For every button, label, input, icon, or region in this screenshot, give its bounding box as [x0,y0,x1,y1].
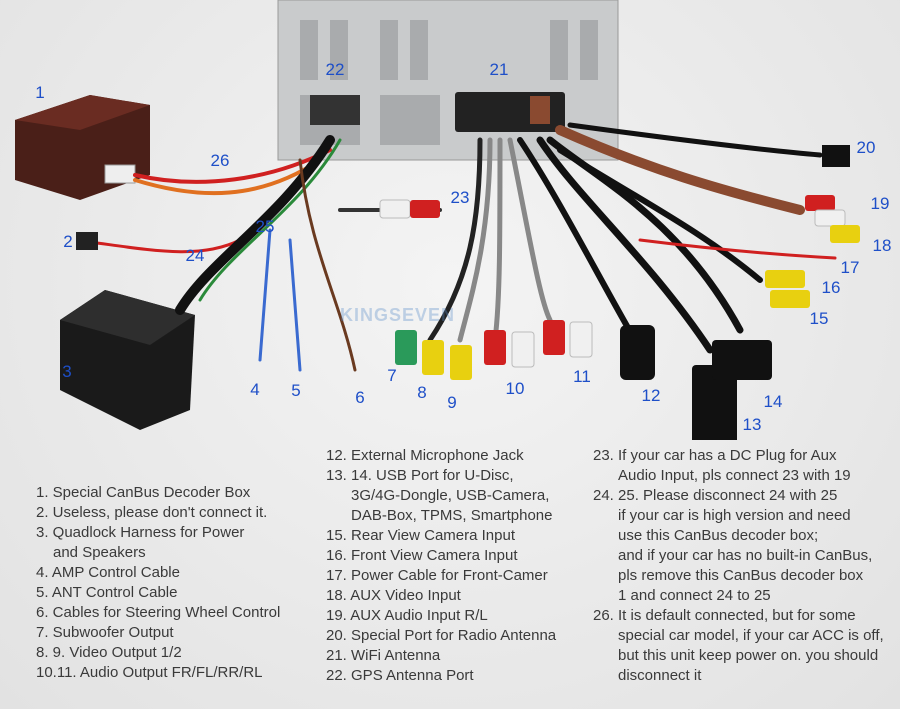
legend-item: 5. ANT Control Cable [36,584,178,601]
callout-7: 7 [387,366,397,385]
callout-17: 17 [840,258,860,277]
legend-item: 3. Quadlock Harness for Power [36,524,245,541]
legend-right: 23. If your car has a DC Plug for Aux Au… [593,446,884,686]
legend-item: 22. GPS Antenna Port [326,667,474,684]
quadlock-connector [60,290,195,430]
legend-item: 17. Power Cable for Front-Camer [326,567,548,584]
callout-2: 2 [63,232,73,251]
legend-item: 20. Special Port for Radio Antenna [326,627,557,644]
legend-item: and Speakers [53,544,146,561]
legend-item: 26. It is default connected, but for som… [593,607,856,624]
legend-item: 13. 14. USB Port for U-Disc, [326,467,514,484]
callout-11: 11 [573,367,591,386]
legend-item: and if your car has no built-in CanBus, [618,547,873,564]
legend-item: disconnect it [618,667,702,684]
callout-18: 18 [872,236,892,255]
legend-item: 1 and connect 24 to 25 [618,587,771,604]
legend-item: 12. External Microphone Jack [326,447,524,464]
legend-item: pls remove this CanBus decoder box [618,567,864,584]
legend-middle: 12. External Microphone Jack 13. 14. USB… [326,446,556,686]
callout-6: 6 [355,388,365,407]
callout-3: 3 [62,362,72,381]
legend-item: 18. AUX Video Input [326,587,461,604]
wiring-harness-photo [15,0,860,440]
legend-item: but this unit keep power on. you should [618,647,879,664]
callout-25: 25 [255,217,275,236]
callout-1: 1 [35,83,45,102]
callout-5: 5 [291,381,301,400]
canbus-decoder-box [15,95,150,200]
callout-8: 8 [417,383,427,402]
callout-22: 22 [325,60,345,79]
legend-item: 4. AMP Control Cable [36,564,180,581]
callout-23: 23 [450,188,470,207]
legend-item: 15. Rear View Camera Input [326,527,515,544]
legend-item: 21. WiFi Antenna [326,647,441,664]
callout-15: 15 [809,309,829,328]
legend-item: if your car is high version and need [618,507,851,524]
callout-16: 16 [821,278,841,297]
rca-plugs [76,145,860,440]
legend-item: special car model, if your car ACC is of… [618,627,884,644]
legend-item: 3G/4G-Dongle, USB-Camera, [351,487,550,504]
legend-item: 19. AUX Audio Input R/L [326,607,488,624]
head-unit-rear [277,0,619,161]
legend-item: use this CanBus decoder box; [618,527,819,544]
callout-13: 13 [742,415,762,434]
watermark: KINGSEVEN [340,305,456,325]
legend-left: 1. Special CanBus Decoder Box 2. Useless… [36,483,280,683]
legend-item: 16. Front View Camera Input [326,547,518,564]
legend-item: 23. If your car has a DC Plug for Aux [593,447,837,464]
legend-item: DAB-Box, TPMS, Smartphone [351,507,553,524]
callout-4: 4 [250,380,260,399]
callout-24: 24 [185,246,205,265]
callout-20: 20 [856,138,876,157]
legend-item: 6. Cables for Steering Wheel Control [36,604,281,621]
legend-item: 8. 9. Video Output 1/2 [36,644,182,661]
legend-item: 1. Special CanBus Decoder Box [36,484,251,501]
legend-item: 10.11. Audio Output FR/FL/RR/RL [36,664,263,681]
callout-26: 26 [210,151,230,170]
callout-21: 21 [489,60,509,79]
legend-item: 24. 25. Please disconnect 24 with 25 [593,487,838,504]
legend-item: 2. Useless, please don't connect it. [36,504,268,521]
callout-12: 12 [641,386,661,405]
callout-19: 19 [870,194,890,213]
callout-10: 10 [505,379,525,398]
callout-14: 14 [763,392,783,411]
callout-9: 9 [447,393,457,412]
legend-item: Audio Input, pls connect 23 with 19 [618,467,851,484]
legend-item: 7. Subwoofer Output [36,624,174,641]
